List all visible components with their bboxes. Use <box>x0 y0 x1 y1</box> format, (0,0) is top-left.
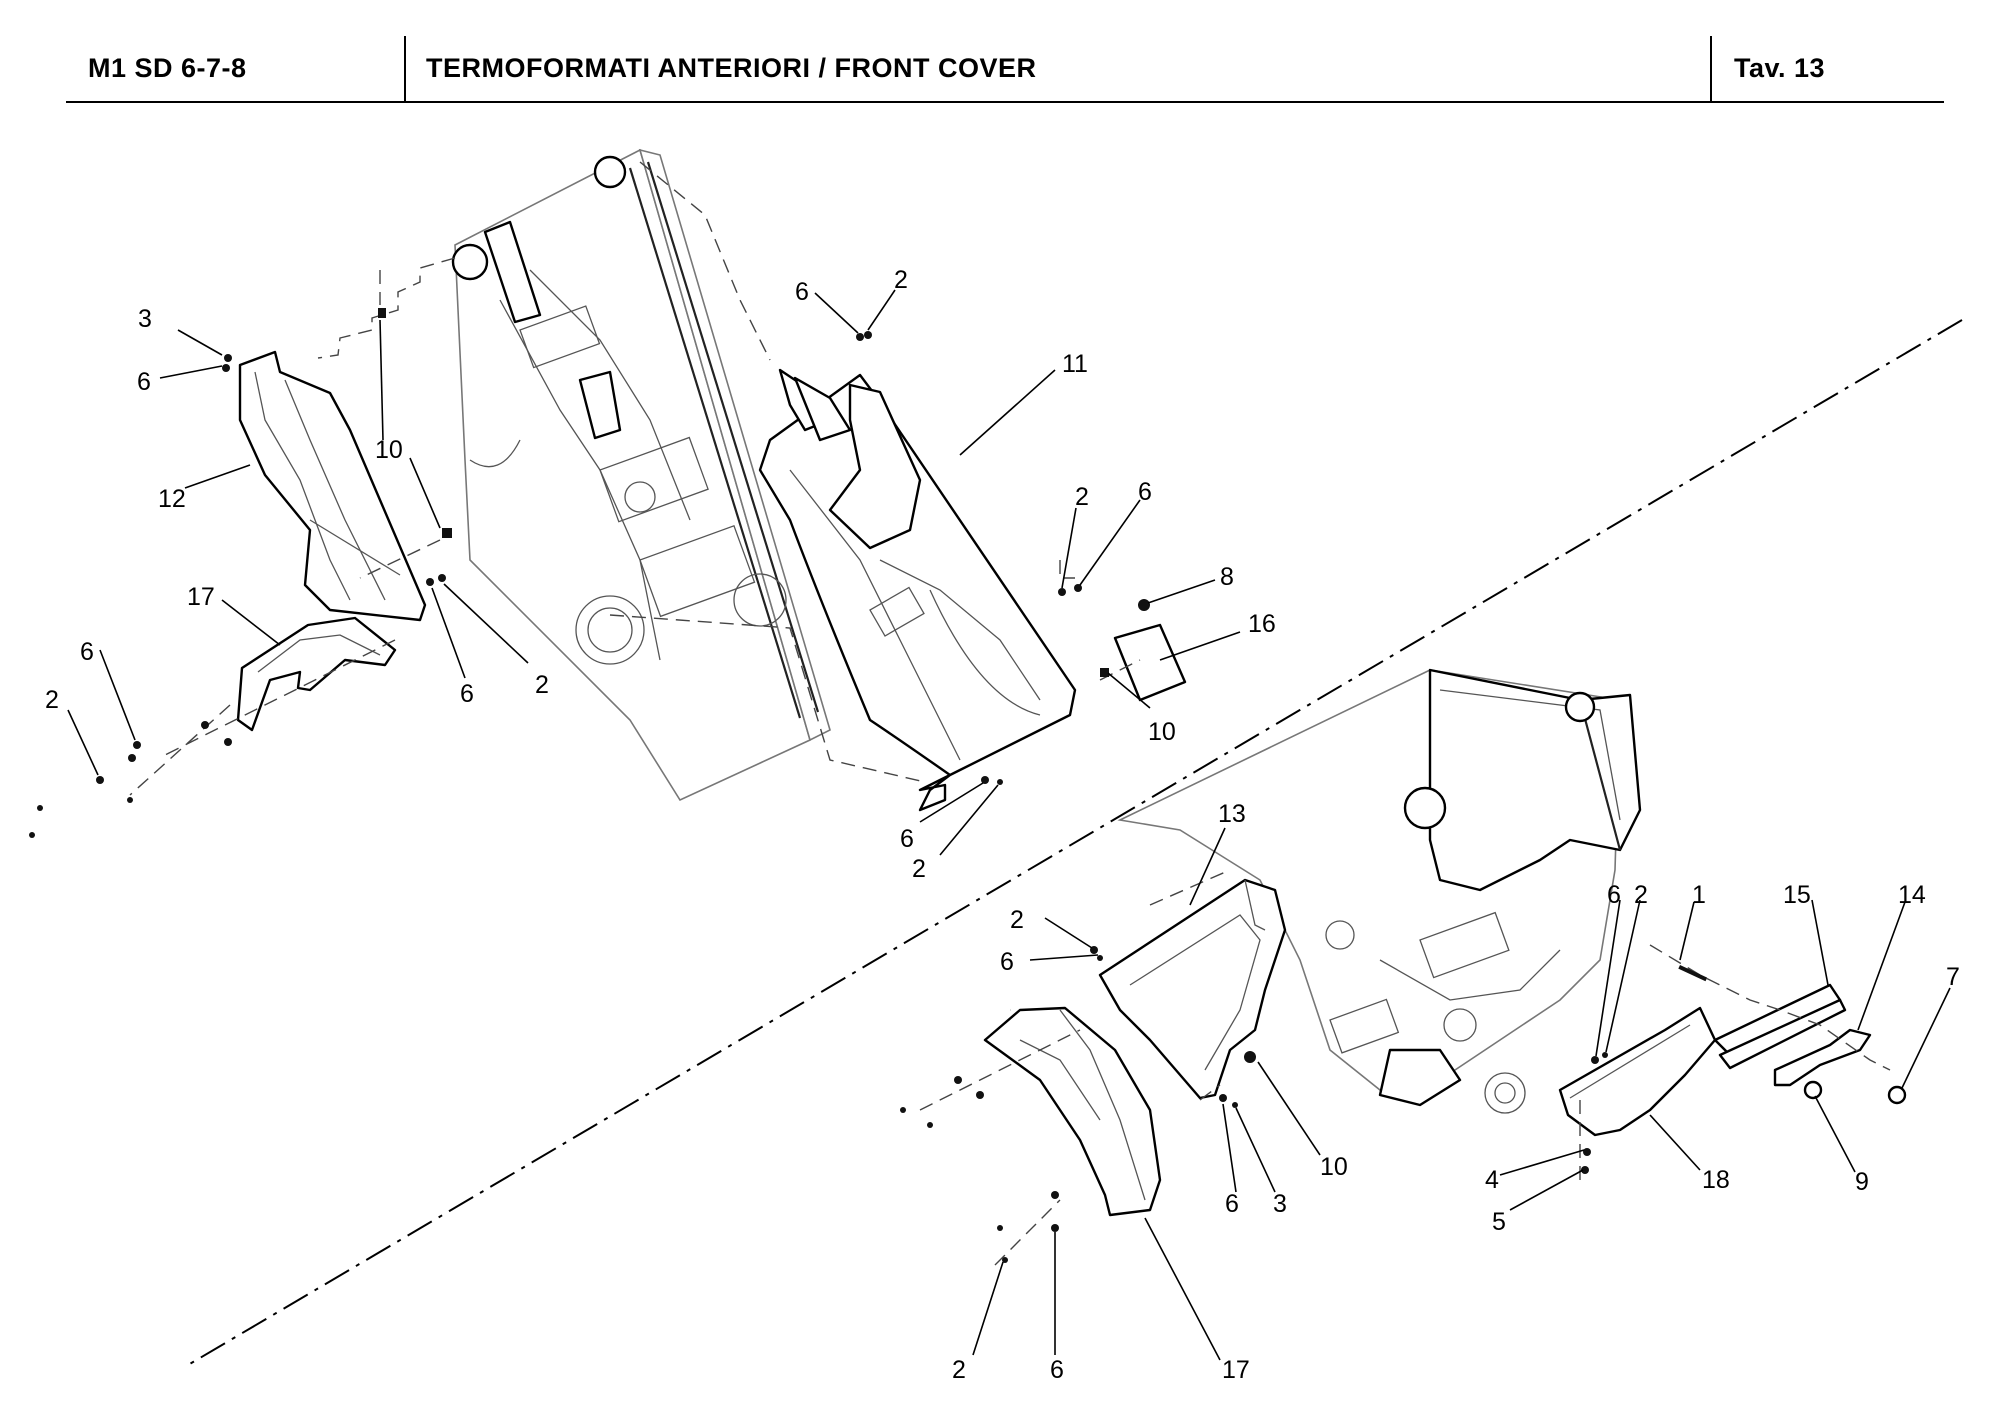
model-code: M1 SD 6-7-8 <box>88 53 247 83</box>
callout-6-a: 6 <box>137 368 151 396</box>
callout-10-a: 10 <box>375 436 403 464</box>
callout-2-f: 2 <box>1010 906 1024 934</box>
callout-4: 4 <box>1485 1166 1499 1194</box>
callout-13: 13 <box>1218 800 1246 828</box>
callout-17-a: 17 <box>187 583 215 611</box>
callout-6-c: 6 <box>460 680 474 708</box>
callout-7: 7 <box>1946 963 1960 991</box>
part-15-rail <box>1713 983 1847 1070</box>
callout-15: 15 <box>1783 881 1811 909</box>
part-18-lower-bracket <box>1558 1006 1717 1137</box>
callout-2-d: 2 <box>1075 483 1089 511</box>
sheet-title: TERMOFORMATI ANTERIORI / FRONT COVER <box>426 53 1037 83</box>
part-17-lower-curved-cover <box>983 1006 1162 1217</box>
callout-2-c: 2 <box>894 266 908 294</box>
callout-2-a: 2 <box>45 686 59 714</box>
callout-2-g-upper: 2 <box>912 855 926 883</box>
part-12-left-side-cover <box>238 350 427 622</box>
callout-6-d: 6 <box>795 278 809 306</box>
title-separator-2 <box>1710 36 1712 101</box>
callout-12: 12 <box>158 485 186 513</box>
callout-labels: 3 6 12 10 17 6 2 6 2 6 2 11 2 6 8 16 10 … <box>45 266 1960 1384</box>
lower-assembly-lines <box>919 869 1891 1266</box>
callout-10-c: 10 <box>1320 1153 1348 1181</box>
part-11-right-front-cover <box>758 368 1077 812</box>
callout-1: 1 <box>1692 881 1706 909</box>
callout-16: 16 <box>1248 610 1276 638</box>
callout-11: 11 <box>1062 350 1088 378</box>
lower-chassis-frame <box>1117 668 1642 1114</box>
callout-14: 14 <box>1898 881 1926 909</box>
callout-9: 9 <box>1855 1168 1869 1196</box>
title-separator-1 <box>404 36 406 101</box>
callout-6-f: 6 <box>900 825 914 853</box>
part-13-lower-front-cover <box>1098 878 1287 1100</box>
callout-6-b: 6 <box>80 638 94 666</box>
callout-17-b: 17 <box>1222 1356 1250 1384</box>
callout-6-j: 6 <box>1050 1356 1064 1384</box>
part-16-small-plate <box>1113 623 1187 702</box>
callout-3-b: 3 <box>1273 1190 1287 1218</box>
leader-lines <box>67 289 1951 1361</box>
callout-18: 18 <box>1702 1166 1730 1194</box>
title-block: M1 SD 6-7-8 TERMOFORMATI ANTERIORI / FRO… <box>66 36 1944 103</box>
table-number: Tav. 13 <box>1734 53 1826 83</box>
callout-5: 5 <box>1492 1208 1506 1236</box>
callout-3-a: 3 <box>138 305 152 333</box>
callout-2-g: 2 <box>1634 881 1648 909</box>
callout-2-h: 2 <box>952 1356 966 1384</box>
callout-6-i: 6 <box>1225 1190 1239 1218</box>
upper-chassis-frame <box>451 148 831 802</box>
callout-10-b: 10 <box>1148 718 1176 746</box>
callout-6-g: 6 <box>1000 948 1014 976</box>
callout-2-b: 2 <box>535 671 549 699</box>
callout-6-h: 6 <box>1607 881 1621 909</box>
hardware-fasteners <box>29 308 1907 1263</box>
view-separator-line <box>187 319 1963 1366</box>
part-17-upper-corner-cover <box>236 616 397 732</box>
callout-8: 8 <box>1220 563 1234 591</box>
callout-6-e: 6 <box>1138 478 1152 506</box>
